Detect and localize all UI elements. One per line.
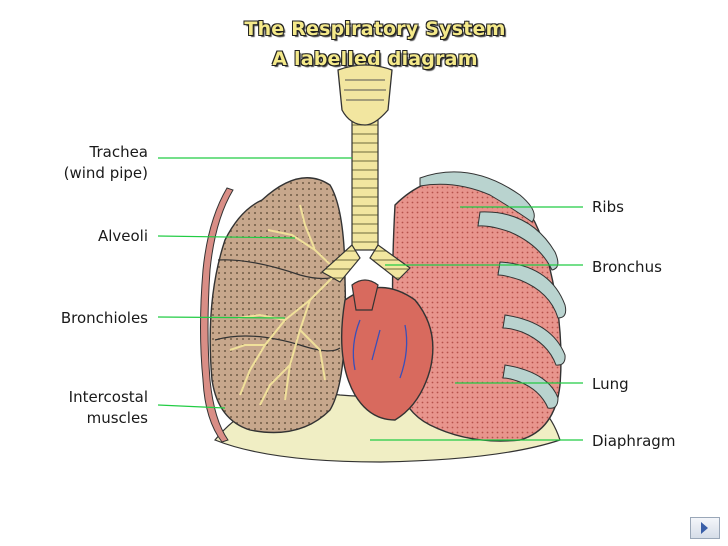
- label-diaphragm: Diaphragm: [592, 432, 676, 450]
- label-trachea: Trachea (wind pipe): [0, 142, 148, 184]
- bronchus-right: [369, 244, 411, 281]
- diagram-title: The Respiratory System: [244, 18, 506, 40]
- bronchiole-tree: [229, 204, 339, 406]
- label-bronchus: Bronchus: [592, 258, 662, 276]
- label-bronchioles: Bronchioles: [60, 309, 148, 327]
- label-intercostal-line2: muscles: [86, 409, 148, 427]
- leader-lines-left: [157, 157, 352, 409]
- lung-left: [209, 177, 347, 434]
- diagram-subtitle: A labelled diagram: [272, 48, 478, 70]
- ribs: [419, 171, 567, 409]
- heart: [341, 286, 434, 421]
- trachea: [351, 119, 379, 251]
- next-slide-icon: [701, 522, 708, 534]
- label-alveoli: Alveoli: [97, 227, 148, 245]
- next-slide-button[interactable]: [690, 517, 720, 539]
- leader-lines-right: [370, 206, 583, 441]
- larynx: [337, 64, 393, 126]
- label-trachea-line1: Trachea: [89, 143, 149, 161]
- label-intercostal-muscles: Intercostal muscles: [0, 387, 148, 429]
- label-intercostal-line1: Intercostal: [68, 388, 148, 406]
- intercostal-muscles: [200, 187, 234, 443]
- label-lung: Lung: [592, 375, 629, 393]
- bronchus-left: [320, 244, 361, 283]
- label-trachea-line2: (wind pipe): [63, 164, 148, 182]
- label-ribs: Ribs: [592, 198, 624, 216]
